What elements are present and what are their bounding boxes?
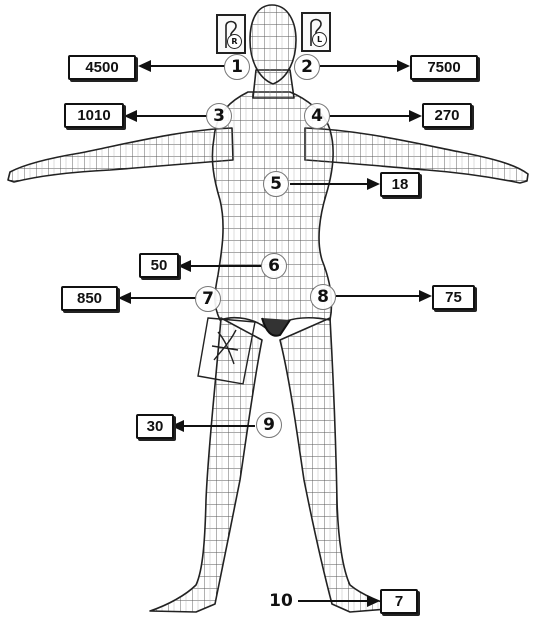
- point-1-value: 4500: [68, 55, 136, 80]
- left-side-mark: L: [312, 32, 327, 47]
- left-ear-pad: L: [301, 12, 331, 52]
- point-3-number: 3: [206, 103, 232, 129]
- point-10-number: 10: [264, 588, 298, 614]
- point-10-value: 7: [380, 589, 418, 614]
- point-1-number: 1: [224, 54, 250, 80]
- point-4-number: 4: [304, 103, 330, 129]
- point-7-value: 850: [61, 286, 118, 311]
- point-3-value: 1010: [64, 103, 124, 128]
- point-5-number: 5: [263, 171, 289, 197]
- point-8-value: 75: [432, 285, 475, 310]
- point-9-value: 30: [136, 414, 174, 439]
- point-7-number: 7: [195, 286, 221, 312]
- right-side-mark: R: [227, 34, 242, 49]
- right-ear-pad: R: [216, 14, 246, 54]
- point-2-value: 7500: [410, 55, 478, 80]
- point-9-number: 9: [256, 412, 282, 438]
- point-6-value: 50: [139, 253, 179, 278]
- point-5-value: 18: [380, 172, 420, 197]
- point-6-number: 6: [261, 253, 287, 279]
- point-2-number: 2: [294, 54, 320, 80]
- point-4-value: 270: [422, 103, 472, 128]
- point-8-number: 8: [310, 284, 336, 310]
